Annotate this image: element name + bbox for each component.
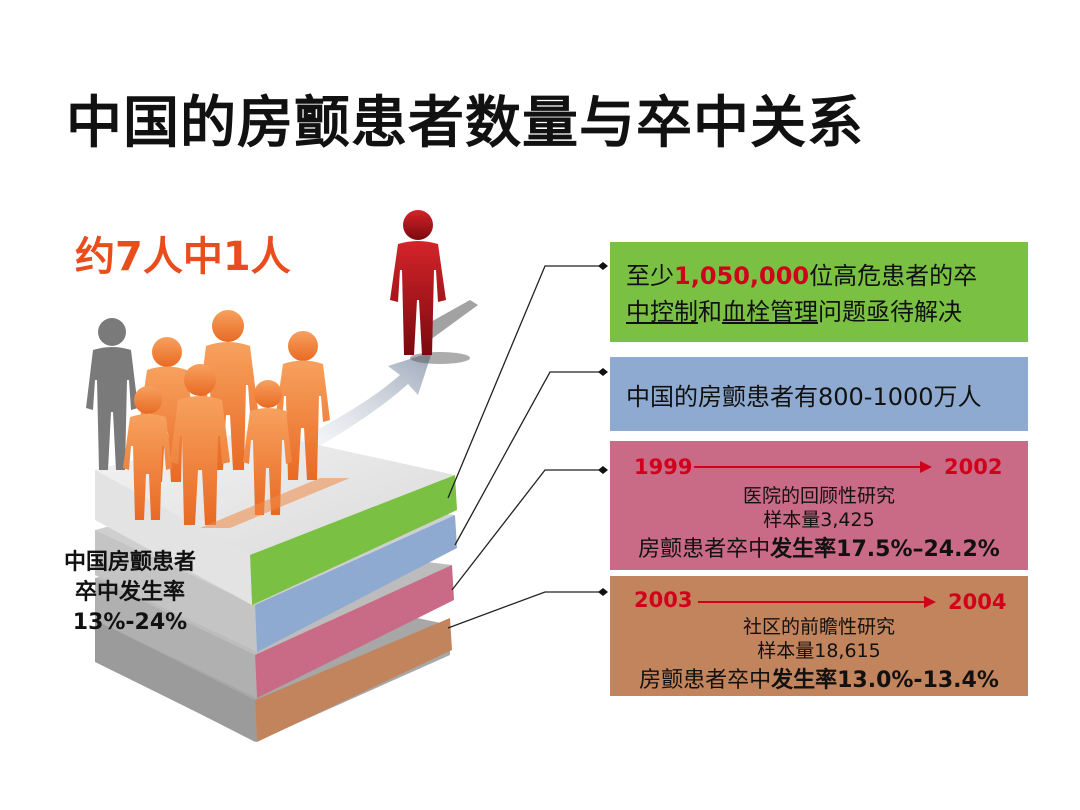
- gray-person-icon: [86, 318, 138, 470]
- red-person-icon: [390, 210, 478, 364]
- sample-size: 样本量3,425: [763, 509, 875, 531]
- connector-marker: [598, 368, 608, 376]
- connector-marker: [598, 466, 608, 474]
- underlined-term: 血栓管理: [722, 298, 818, 326]
- timeline-arrow-line: [694, 466, 922, 468]
- connector-marker: [598, 262, 608, 270]
- orange-people-group-icon: [123, 310, 350, 528]
- connector-lines: [447, 265, 603, 629]
- connector-marker: [598, 588, 608, 596]
- caption-line: 卒中发生率: [74, 580, 185, 605]
- study-type: 社区的前瞻性研究: [742, 616, 895, 638]
- rising-arrow-icon: [235, 352, 432, 482]
- info-box-patient-count: 中国的房颤患者有800-1000万人: [610, 357, 1028, 431]
- info-box-community-study: 2003 2004 社区的前瞻性研究 样本量18,615 房颤患者卒中发生率13…: [610, 576, 1028, 696]
- caption-line: 13%-24%: [72, 610, 188, 635]
- info-box-hospital-study: 1999 2002 医院的回顾性研究 样本量3,425 房颤患者卒中发生率17.…: [610, 441, 1028, 570]
- incidence-rate: 房颤患者卒中发生率13.0%-13.4%: [639, 668, 999, 693]
- arrow-right-icon: [924, 596, 936, 608]
- caption-line: 中国房颤患者: [63, 550, 196, 575]
- study-type: 医院的回顾性研究: [742, 485, 895, 507]
- slide-title: 中国的房颤患者数量与卒中关系: [66, 91, 864, 156]
- highlight-number: 1,050,000: [674, 262, 810, 290]
- year-start: 1999: [634, 455, 693, 479]
- arrow-right-icon: [920, 461, 932, 473]
- underlined-term: 中控制: [626, 298, 698, 326]
- year-start: 2003: [634, 588, 693, 612]
- info-box-high-risk: 至少1,050,000位高危患者的卒 中控制和血栓管理问题亟待解决: [610, 242, 1028, 342]
- ratio-label: 约7人中1人: [75, 234, 291, 280]
- incidence-rate: 房颤患者卒中发生率17.5%–24.2%: [638, 537, 1000, 562]
- sample-size: 样本量18,615: [757, 640, 881, 662]
- year-end: 2004: [948, 590, 1007, 614]
- year-end: 2002: [944, 455, 1003, 479]
- left-caption: 中国房颤患者 卒中发生率 13%-24%: [40, 548, 220, 638]
- timeline-arrow-line: [698, 601, 926, 603]
